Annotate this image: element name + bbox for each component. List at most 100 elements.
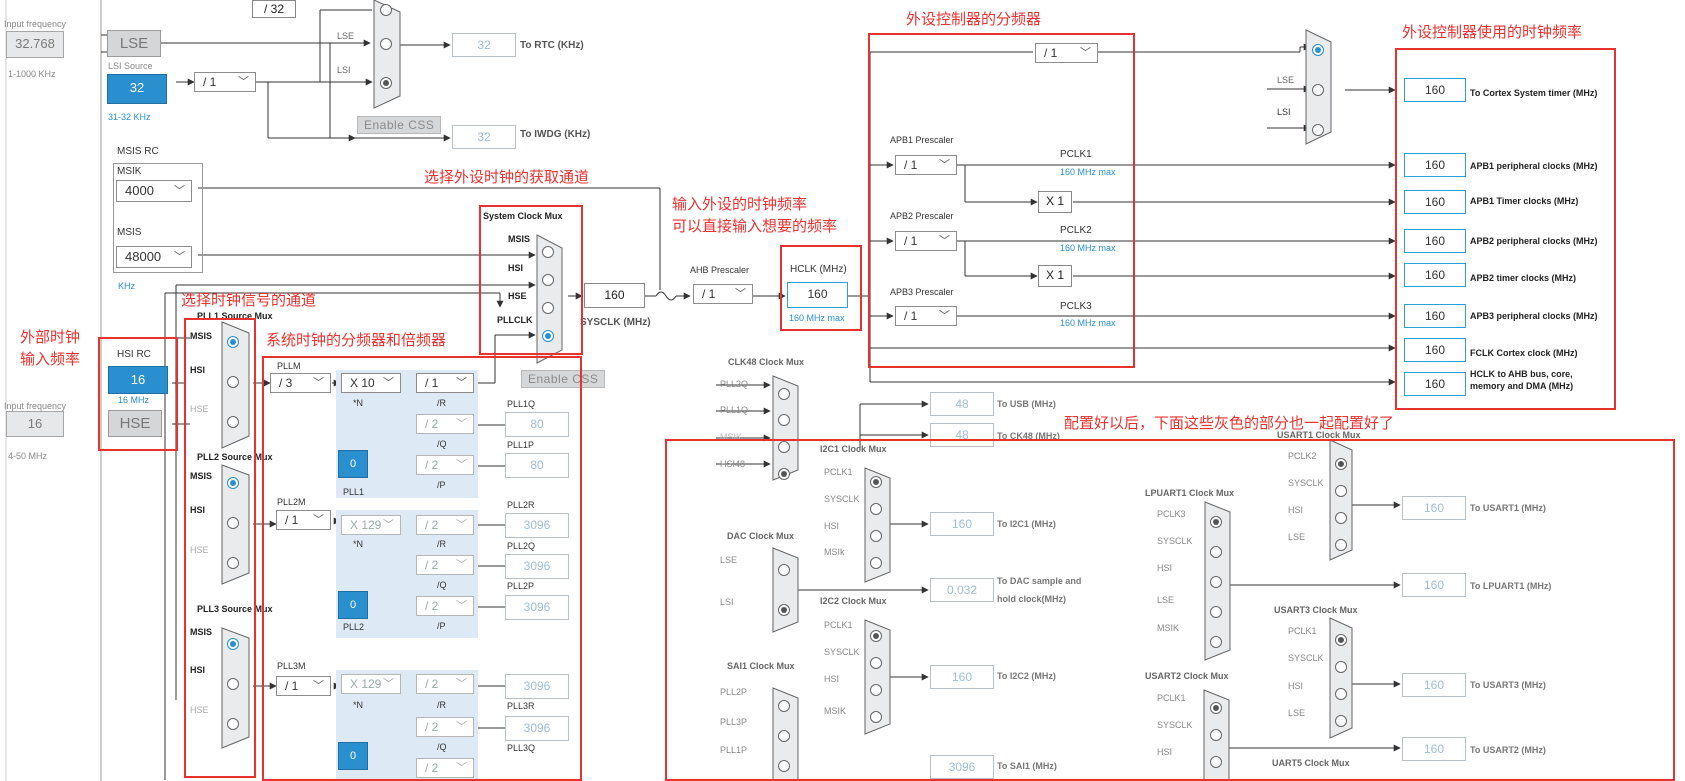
systick-mux-option-1[interactable] xyxy=(1312,44,1324,56)
pll1-q-select[interactable]: / 2﹀ xyxy=(416,414,474,434)
i2c2-input-pclk1: PCLK1 xyxy=(824,620,853,630)
i2c2-mux-option-3[interactable] xyxy=(870,684,882,696)
pll3-q-select[interactable]: / 2﹀ xyxy=(416,717,474,737)
pll2-n-select[interactable]: X 129﹀ xyxy=(341,515,401,535)
pll1-n-label: *N xyxy=(353,398,364,408)
pll1-fracn-input[interactable]: 0 xyxy=(338,450,368,478)
pll2-fracn-input[interactable]: 0 xyxy=(338,591,368,619)
lpuart1-mux-option-5[interactable] xyxy=(1210,636,1222,648)
usart3-mux-option-3[interactable] xyxy=(1335,688,1347,700)
rtc-mux-option-1[interactable] xyxy=(380,4,392,16)
pll1-n-select[interactable]: X 10﹀ xyxy=(341,373,401,393)
sai1-mux-option-1[interactable] xyxy=(778,700,790,712)
dac-mux-option-1[interactable] xyxy=(778,564,790,576)
pll3-fracn-input[interactable]: 0 xyxy=(338,742,368,770)
pllm-select[interactable]: / 3﹀ xyxy=(270,373,331,393)
ahb-prescaler-select[interactable]: / 1﹀ xyxy=(693,284,753,304)
clk48-mux-option-4[interactable] xyxy=(778,468,790,480)
sai1-mux-option-3[interactable] xyxy=(778,760,790,772)
pll3-mux-option-hse[interactable] xyxy=(227,718,239,730)
usart3-mux-option-1[interactable] xyxy=(1335,634,1347,646)
lpuart1-mux-option-2[interactable] xyxy=(1210,546,1222,558)
pll3-p-select[interactable]: / 2﹀ xyxy=(416,758,474,778)
i2c2-mux-option-4[interactable] xyxy=(870,711,882,723)
pll2-r-select[interactable]: / 2﹀ xyxy=(416,515,474,535)
lpuart1-mux-option-4[interactable] xyxy=(1210,606,1222,618)
pll1-mux-option-msis[interactable] xyxy=(227,336,239,348)
rtc-mux-option-2[interactable] xyxy=(380,38,392,50)
usart1-mux-option-4[interactable] xyxy=(1335,539,1347,551)
i2c2-mux-option-2[interactable] xyxy=(870,657,882,669)
chevron-down-icon: ﹀ xyxy=(456,762,467,774)
lsi-oscillator[interactable]: 32 xyxy=(107,74,167,104)
lpuart1-input-hsi: HSI xyxy=(1157,563,1173,573)
sysclk-mux-option-hsi[interactable] xyxy=(542,274,554,286)
sai1-mux-option-2[interactable] xyxy=(778,730,790,742)
pll2-mux-option-msis[interactable] xyxy=(227,477,239,489)
pll3-r-select[interactable]: / 2﹀ xyxy=(416,674,474,694)
apb2-prescaler-select[interactable]: / 1﹀ xyxy=(895,231,957,251)
sysclk-mux-option-pllclk[interactable] xyxy=(542,330,554,342)
apb3-prescaler-select[interactable]: / 1﹀ xyxy=(895,306,957,326)
usart2-mux-option-2[interactable] xyxy=(1210,729,1222,741)
hsi-oscillator[interactable]: 16 xyxy=(108,366,168,394)
lpuart1-input-msik: MSIK xyxy=(1157,623,1180,633)
usart1-mux-option-3[interactable] xyxy=(1335,512,1347,524)
dac-mux-option-2[interactable] xyxy=(778,604,790,616)
clk48-mux-option-1[interactable] xyxy=(778,388,790,400)
usart3-mux-option-2[interactable] xyxy=(1335,661,1347,673)
i2c1-mux-option-1[interactable] xyxy=(870,476,882,488)
lpuart1-input-sysclk: SYSCLK xyxy=(1157,536,1193,546)
systick-mux-option-2[interactable] xyxy=(1312,84,1324,96)
pll2m-select[interactable]: / 1﹀ xyxy=(276,510,331,530)
msis-select[interactable]: 48000﹀ xyxy=(116,246,192,268)
i2c1-mux-option-4[interactable] xyxy=(870,557,882,569)
lsi-divider-select[interactable]: / 1﹀ xyxy=(194,72,256,92)
usart1-input-lse: LSE xyxy=(1288,532,1306,542)
hclk-input[interactable]: 160 xyxy=(787,282,848,308)
pll3-n-select[interactable]: X 129﹀ xyxy=(341,674,401,694)
pll1-mux-option-hse[interactable] xyxy=(227,416,239,428)
pll1-r-select[interactable]: / 1﹀ xyxy=(416,373,474,393)
pll2-q-select[interactable]: / 2﹀ xyxy=(416,555,474,575)
usart2-mux-option-1[interactable] xyxy=(1210,702,1222,714)
pll3-mux-option-msis[interactable] xyxy=(227,638,239,650)
pll2m-value: / 1 xyxy=(285,513,299,527)
msik-select[interactable]: 4000﹀ xyxy=(116,180,192,202)
i2c2-mux-option-1[interactable] xyxy=(870,630,882,642)
sysclk-mux-option-hse[interactable] xyxy=(542,302,554,314)
pll2-p-select[interactable]: / 2﹀ xyxy=(416,596,474,616)
enable-css-lse-button[interactable]: Enable CSS xyxy=(357,116,442,134)
clk48-mux-option-2[interactable] xyxy=(778,414,790,426)
usart2-mux-title: USART2 Clock Mux xyxy=(1145,671,1229,681)
usart2-output-value: 160 xyxy=(1402,737,1466,761)
pll3m-select[interactable]: / 1﹀ xyxy=(276,676,331,696)
systick-divider-select[interactable]: / 1﹀ xyxy=(1035,43,1098,63)
sysclk-mux-option-msis[interactable] xyxy=(542,246,554,258)
rtc-mux-option-3[interactable] xyxy=(380,77,392,89)
output-cortex-systimer-value: 160 xyxy=(1404,78,1466,102)
lse-frequency-input[interactable]: 32.768 xyxy=(6,31,64,58)
pll2-mux-option-hse[interactable] xyxy=(227,557,239,569)
pll2-mux-option-hsi[interactable] xyxy=(227,517,239,529)
lpuart1-mux-option-1[interactable] xyxy=(1210,516,1222,528)
usart1-mux-option-2[interactable] xyxy=(1335,485,1347,497)
apb1-prescaler-select[interactable]: / 1﹀ xyxy=(895,155,957,175)
clk48-mux-option-3[interactable] xyxy=(778,441,790,453)
usart1-mux-option-1[interactable] xyxy=(1335,458,1347,470)
lpuart1-mux-option-3[interactable] xyxy=(1210,576,1222,588)
i2c1-mux-option-3[interactable] xyxy=(870,530,882,542)
pll1-mux-hse: HSE xyxy=(190,404,209,414)
pll1-mux-option-hsi[interactable] xyxy=(227,376,239,388)
hse-frequency-input[interactable]: 16 xyxy=(6,411,64,437)
chevron-down-icon: ﹀ xyxy=(939,310,950,322)
usart2-mux-option-3[interactable] xyxy=(1210,756,1222,768)
systick-mux-option-3[interactable] xyxy=(1312,124,1324,136)
dac-output-label-1: To DAC sample and xyxy=(997,576,1082,586)
pll3-mux-option-hsi[interactable] xyxy=(227,678,239,690)
i2c1-mux-option-2[interactable] xyxy=(870,503,882,515)
annotation-box-hclk xyxy=(780,245,862,331)
usart3-mux-option-4[interactable] xyxy=(1335,715,1347,727)
pll1-p-select[interactable]: / 2﹀ xyxy=(416,455,474,475)
annotation-box-external-input xyxy=(98,337,178,451)
